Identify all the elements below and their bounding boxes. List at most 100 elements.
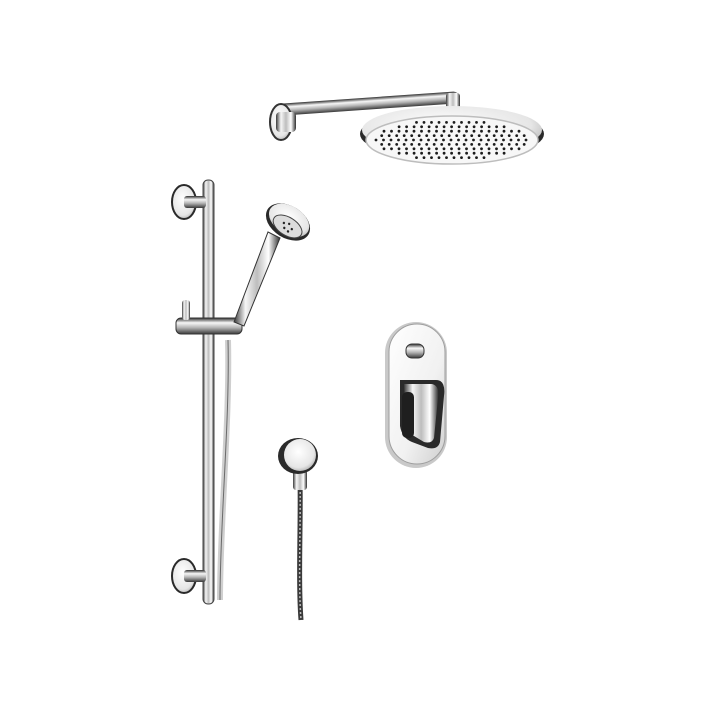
nozzle-dot xyxy=(470,134,474,138)
nozzle-dot xyxy=(495,125,498,129)
nozzle-dot xyxy=(485,134,489,138)
nozzle-dot xyxy=(415,121,418,124)
nozzle-dot xyxy=(427,147,431,151)
nozzle-dot xyxy=(382,138,385,142)
nozzle-dot xyxy=(502,147,506,151)
nozzle-dot xyxy=(500,143,504,146)
nozzle-dot xyxy=(500,134,504,138)
nozzle-dot xyxy=(387,134,391,138)
nozzle-dot xyxy=(480,129,483,133)
nozzle-dot xyxy=(509,138,513,142)
nozzle-dot xyxy=(435,129,438,133)
nozzle-dot xyxy=(427,125,431,129)
nozzle-dot xyxy=(442,151,446,155)
nozzle-dot xyxy=(460,121,463,124)
nozzle-dot xyxy=(405,125,408,129)
nozzle-dot xyxy=(435,147,438,151)
nozzle-dot xyxy=(524,138,528,142)
nozzle-dot xyxy=(445,121,448,124)
nozzle-dot xyxy=(455,143,459,146)
nozzle-dot xyxy=(475,121,478,124)
nozzle-dot xyxy=(502,129,506,133)
nozzle-dot xyxy=(457,125,461,129)
nozzle-dot xyxy=(412,125,416,129)
nozzle-dot xyxy=(495,147,498,151)
overhead-rain-shower-head xyxy=(360,106,544,165)
nozzle-dot xyxy=(510,129,513,133)
nozzle-dot xyxy=(472,147,476,151)
nozzle-dot xyxy=(395,143,399,146)
nozzle-dot xyxy=(517,138,520,142)
nozzle-dot xyxy=(522,134,526,138)
nozzle-dot xyxy=(495,129,498,133)
nozzle-dot xyxy=(422,156,426,160)
nozzle-dot xyxy=(450,129,453,133)
nozzle-dot xyxy=(492,143,496,146)
nozzle-dot xyxy=(452,156,456,160)
nozzle-dot xyxy=(517,147,521,151)
nozzle-dot xyxy=(432,134,436,138)
nozzle-dot xyxy=(477,134,481,138)
nozzle-dot xyxy=(515,143,519,146)
nozzle-dot xyxy=(427,151,431,155)
nozzle-dot xyxy=(482,156,486,160)
nozzle-dot xyxy=(412,151,416,155)
nozzle-dot xyxy=(480,151,483,155)
nozzle-dot xyxy=(434,138,438,142)
shower-nozzles xyxy=(374,121,528,160)
nozzle-dot xyxy=(487,147,491,151)
nozzle-dot xyxy=(435,125,438,129)
nozzle-dot xyxy=(492,134,496,138)
nozzle-dot xyxy=(465,129,468,133)
nozzle-dot xyxy=(480,125,483,129)
nozzle-dot xyxy=(502,138,505,142)
nozzle-dot xyxy=(457,147,461,151)
nozzle-dot xyxy=(470,143,474,146)
nozzle-dot xyxy=(402,134,406,138)
nozzle-dot xyxy=(507,143,511,146)
nozzle-dot xyxy=(450,125,453,129)
nozzle-dot xyxy=(402,143,406,146)
nozzle-dot xyxy=(472,138,475,142)
nozzle-dot xyxy=(420,147,423,151)
nozzle-dot xyxy=(382,147,386,151)
nozzle-dot xyxy=(465,125,468,129)
nozzle-dot xyxy=(395,134,399,138)
nozzle-dot xyxy=(397,147,401,151)
nozzle-dot xyxy=(405,151,408,155)
nozzle-dot xyxy=(517,129,521,133)
nozzle-dot xyxy=(472,125,476,129)
nozzle-dot xyxy=(382,129,386,133)
nozzle-dot xyxy=(417,134,421,138)
nozzle-dot xyxy=(494,138,498,142)
nozzle-dot xyxy=(422,121,426,124)
nozzle-dot xyxy=(397,129,401,133)
nozzle-dot xyxy=(430,156,433,160)
nozzle-dot xyxy=(427,138,430,142)
nozzle-dot xyxy=(380,143,384,146)
nozzle-dot xyxy=(412,147,416,151)
nozzle-dot xyxy=(427,129,431,133)
nozzle-dot xyxy=(420,125,423,129)
nozzle-dot xyxy=(374,138,378,142)
slide-rail xyxy=(171,179,232,605)
nozzle-dot xyxy=(450,151,453,155)
nozzle-dot xyxy=(462,134,466,138)
nozzle-dot xyxy=(485,143,489,146)
nozzle-dot xyxy=(397,125,401,129)
nozzle-dot xyxy=(442,125,446,129)
nozzle-dot xyxy=(472,129,476,133)
nozzle-dot xyxy=(467,121,471,124)
nozzle-dot xyxy=(460,156,463,160)
nozzle-dot xyxy=(457,129,461,133)
nozzle-dot xyxy=(437,121,441,124)
nozzle-dot xyxy=(447,134,451,138)
nozzle-dot xyxy=(482,121,486,124)
nozzle-dot xyxy=(487,129,491,133)
nozzle-dot xyxy=(457,138,460,142)
nozzle-dot xyxy=(522,143,526,146)
nozzle-dot xyxy=(467,156,471,160)
nozzle-dot xyxy=(502,125,506,129)
nozzle-dot xyxy=(397,151,401,155)
